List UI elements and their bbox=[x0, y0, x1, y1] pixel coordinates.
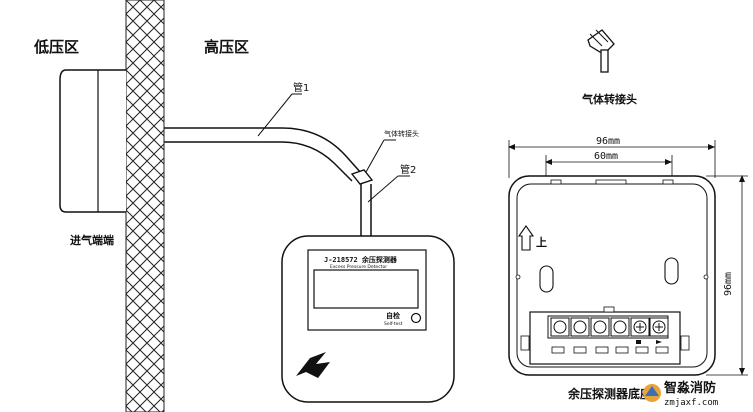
tube-1-leader bbox=[257, 93, 293, 137]
gas-adapter-icon bbox=[587, 29, 615, 73]
gas-joint-title: 气体转接头 bbox=[581, 92, 637, 106]
tube-2 bbox=[360, 184, 372, 236]
self-test-label: 自检 bbox=[386, 311, 400, 320]
up-label: 上 bbox=[536, 235, 547, 249]
base-title: 余压探测器底座 bbox=[567, 386, 652, 401]
terminal-block bbox=[529, 306, 681, 365]
detector-base bbox=[508, 175, 716, 376]
height-label: 96mm bbox=[723, 272, 734, 296]
gas-joint-leader bbox=[365, 139, 385, 173]
self-test-button bbox=[410, 312, 422, 324]
watermark-name: 智淼消防 bbox=[664, 380, 716, 396]
wall bbox=[125, 0, 165, 412]
watermark-url: zmjaxf.com bbox=[664, 398, 718, 408]
high-pressure-zone-label: 高压区 bbox=[204, 38, 249, 56]
gas-joint-small-label: 气体转接头 bbox=[384, 129, 419, 138]
up-arrow-icon bbox=[517, 225, 535, 251]
inlet-end-label: 进气端端 bbox=[70, 233, 114, 247]
self-test-sub-label: Self-test bbox=[384, 321, 403, 327]
brand-logo-icon bbox=[296, 352, 330, 378]
pressure-detector bbox=[281, 235, 455, 403]
mounting-slot-left bbox=[539, 265, 554, 293]
inlet-end-housing bbox=[59, 69, 126, 213]
width-inner-label: 60mm bbox=[594, 151, 618, 162]
width-outer-label: 96mm bbox=[596, 136, 620, 147]
low-pressure-zone-label: 低压区 bbox=[33, 38, 79, 56]
gas-adapter-joint bbox=[350, 169, 374, 185]
tube-2-leader bbox=[367, 175, 399, 203]
dim-width-outer bbox=[508, 140, 716, 178]
detector-lcd bbox=[313, 269, 419, 309]
tube-1-label: 管1 bbox=[293, 81, 309, 94]
tube-1 bbox=[164, 127, 363, 182]
mounting-slot-right bbox=[664, 257, 679, 285]
dim-height bbox=[706, 175, 748, 376]
watermark-logo-icon bbox=[643, 384, 661, 402]
detector-model-text: J-218572 余压探测器 bbox=[324, 255, 398, 264]
detector-sub-text: Excess Pressure Detector bbox=[330, 264, 387, 270]
tube-2-label: 管2 bbox=[400, 163, 416, 176]
